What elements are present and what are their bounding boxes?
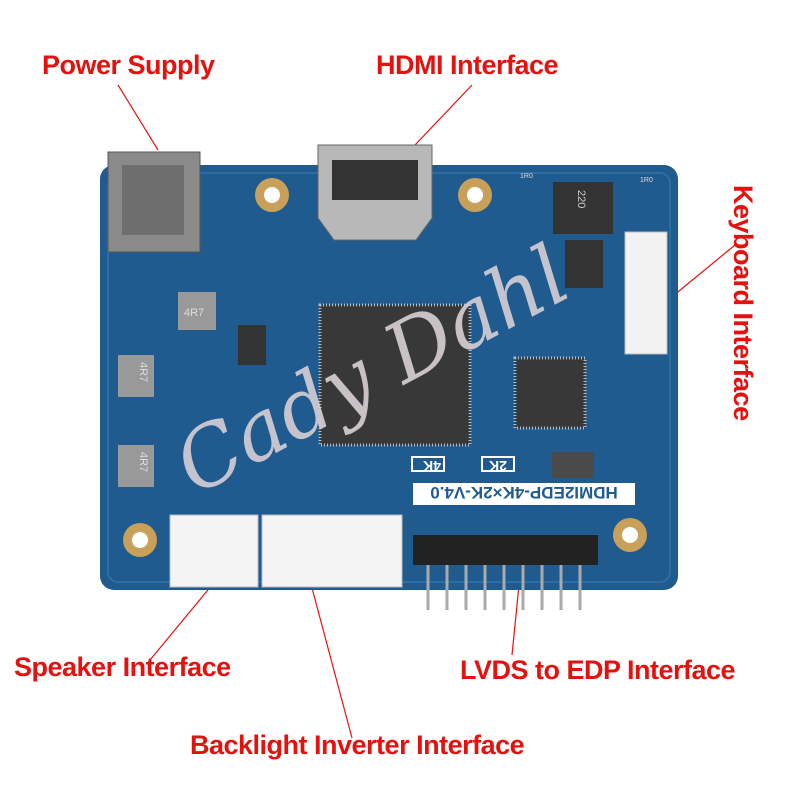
label-backlight-inverter-interface: Backlight Inverter Interface <box>190 730 525 760</box>
main-chip <box>318 303 472 447</box>
speaker-connector <box>169 514 259 588</box>
resistor-label: 1R0 <box>520 173 533 180</box>
backlight-connector <box>261 514 403 588</box>
inductor-label: 220 <box>575 190 587 208</box>
label-speaker-interface: Speaker Interface <box>14 652 231 682</box>
board-opt-2k: 2K <box>489 458 507 474</box>
inductor-label: 4R7 <box>137 362 149 382</box>
inductor-label: 4R7 <box>184 307 204 319</box>
leader-speaker <box>149 584 213 661</box>
board-opt-4k: 4K <box>423 458 441 474</box>
mounting-holes <box>123 178 647 557</box>
inductor-220 <box>553 182 613 234</box>
board-model: HDMI2EDP-4K×2K-V4.0 <box>430 483 618 502</box>
leader-backlight <box>311 587 353 739</box>
leader-lines <box>117 84 736 739</box>
lvds-pin-header <box>413 535 598 565</box>
label-power-supply: Power Supply <box>42 50 215 80</box>
secondary-chip <box>513 356 587 430</box>
leader-hdmi <box>414 84 473 146</box>
leader-power <box>117 84 159 151</box>
resistor-label: 1R0 <box>640 177 653 184</box>
model-label-bg <box>413 483 635 505</box>
label-hdmi-interface: HDMI Interface <box>376 50 559 80</box>
label-keyboard-interface: Keyboard Interface <box>728 185 758 421</box>
label-lvds-edp-interface: LVDS to EDP Interface <box>460 655 736 685</box>
inductor-label: 4R7 <box>137 452 149 472</box>
keyboard-connector <box>624 231 668 355</box>
